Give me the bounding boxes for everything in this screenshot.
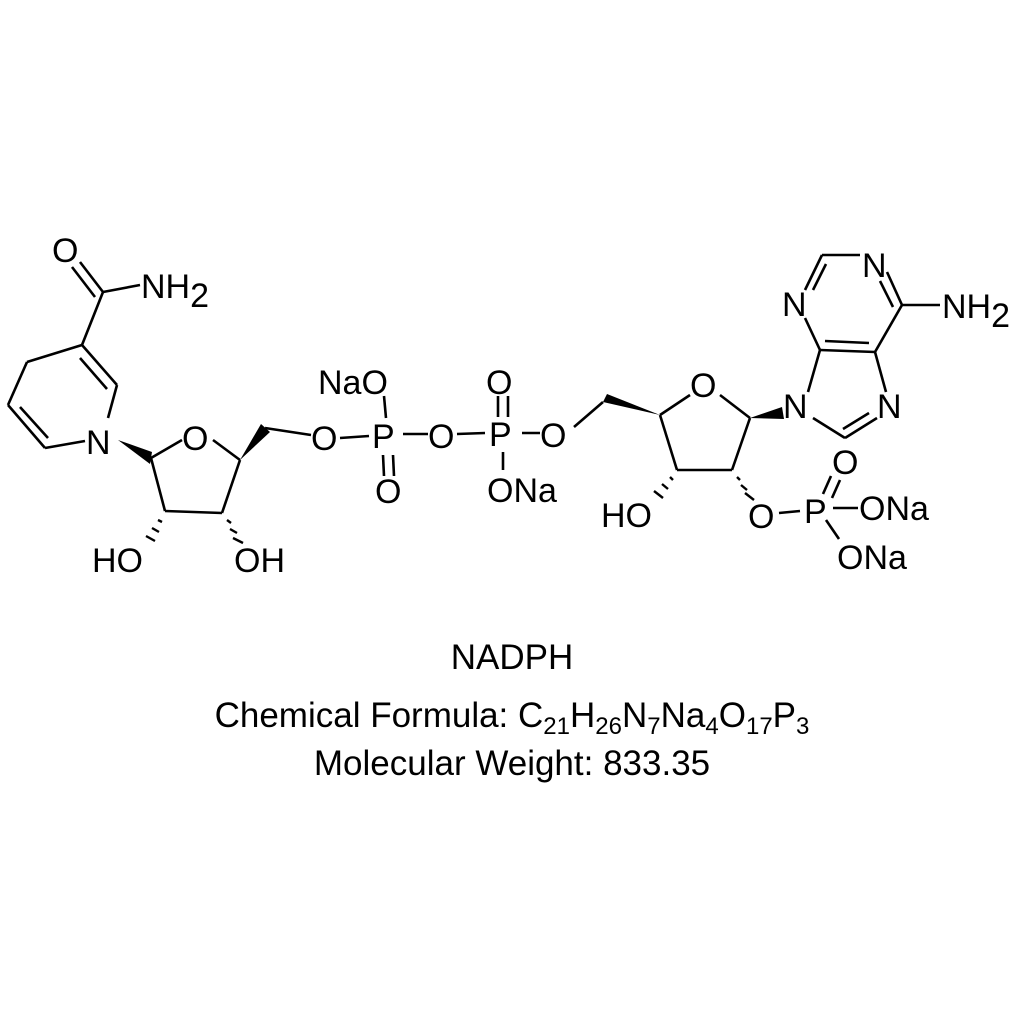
formula-count: 17 [745,713,773,740]
hashed-bond [145,518,163,543]
adenine-n1-label: N [862,247,887,285]
adenine-n3-label: N [782,286,807,324]
p3-sodium-oxide-b-label: ONa [837,539,907,577]
phosphorus-2-label: P [489,416,512,454]
ribose1-ring-oxygen-label: O [182,420,208,458]
formula-element: Na [660,696,706,735]
2-prime-phosphate: P O ONa ONa [778,444,929,577]
ribose1-2-hydroxyl-label: HO [92,542,143,580]
pyridine-nitrogen-label: N [86,424,111,462]
bridging-oxygen-label: O [428,418,454,456]
molecular-weight: Molecular Weight: 833.35 [313,744,711,783]
formula-element: N [621,696,648,735]
ester-oxygen-1-label: O [311,420,337,458]
formula-label: Chemical Formula: [214,696,519,735]
p1-sodium-oxide-label: NaO [318,364,388,402]
formula-element: P [772,696,797,735]
ribose2-ring-oxygen-label: O [690,367,716,405]
ribose2-3-hydroxyl-label: HO [601,497,652,535]
adenine-base: N N N N NH2 [782,247,1010,440]
ribose-2: O HO O [601,367,784,536]
ester-oxygen-2-label: O [540,417,566,455]
ribose2-2-oxygen-label: O [748,498,774,536]
p3-oxo-label: O [832,444,858,482]
formula-count: 21 [543,713,570,740]
adenine-nh2-label: NH2 [942,288,1010,335]
formula-count: 7 [647,713,661,740]
hashed-bond [736,476,755,501]
ribose-1: O HO OH [92,420,312,580]
p2-sodium-oxide-label: ONa [487,472,557,510]
formula-count: 4 [705,713,719,740]
adenine-n7-label: N [877,388,902,426]
phosphorus-1-label: P [372,418,395,456]
formula-count: 3 [796,713,810,740]
formula-element: C [518,696,544,735]
ribose1-3-hydroxyl-label: OH [234,542,285,580]
formula-count: 26 [595,713,622,740]
formula-value: C21H26N7Na4O17P3 [518,696,809,739]
carbonyl-oxygen-label: O [52,232,78,270]
compound-name: NADPH [450,638,574,677]
phosphorus-3-label: P [804,493,827,531]
p1-oxo-label: O [375,473,401,511]
pyrophosphate-bridge: O P NaO O O P O ONa O [311,364,604,511]
hashed-bond [226,519,244,545]
amide-nh2-label: NH2 [141,268,209,315]
nicotinamide-group: O NH2 N [6,232,209,462]
chemical-formula: Chemical Formula: C21H26N7Na4O17P3 [0,696,1024,739]
adenine-n9-label: N [783,388,808,426]
p2-oxo-label: O [486,364,512,402]
p3-sodium-oxide-a-label: ONa [859,490,929,528]
formula-element: H [570,696,596,735]
hashed-bond [653,476,674,499]
formula-element: O [718,696,746,735]
